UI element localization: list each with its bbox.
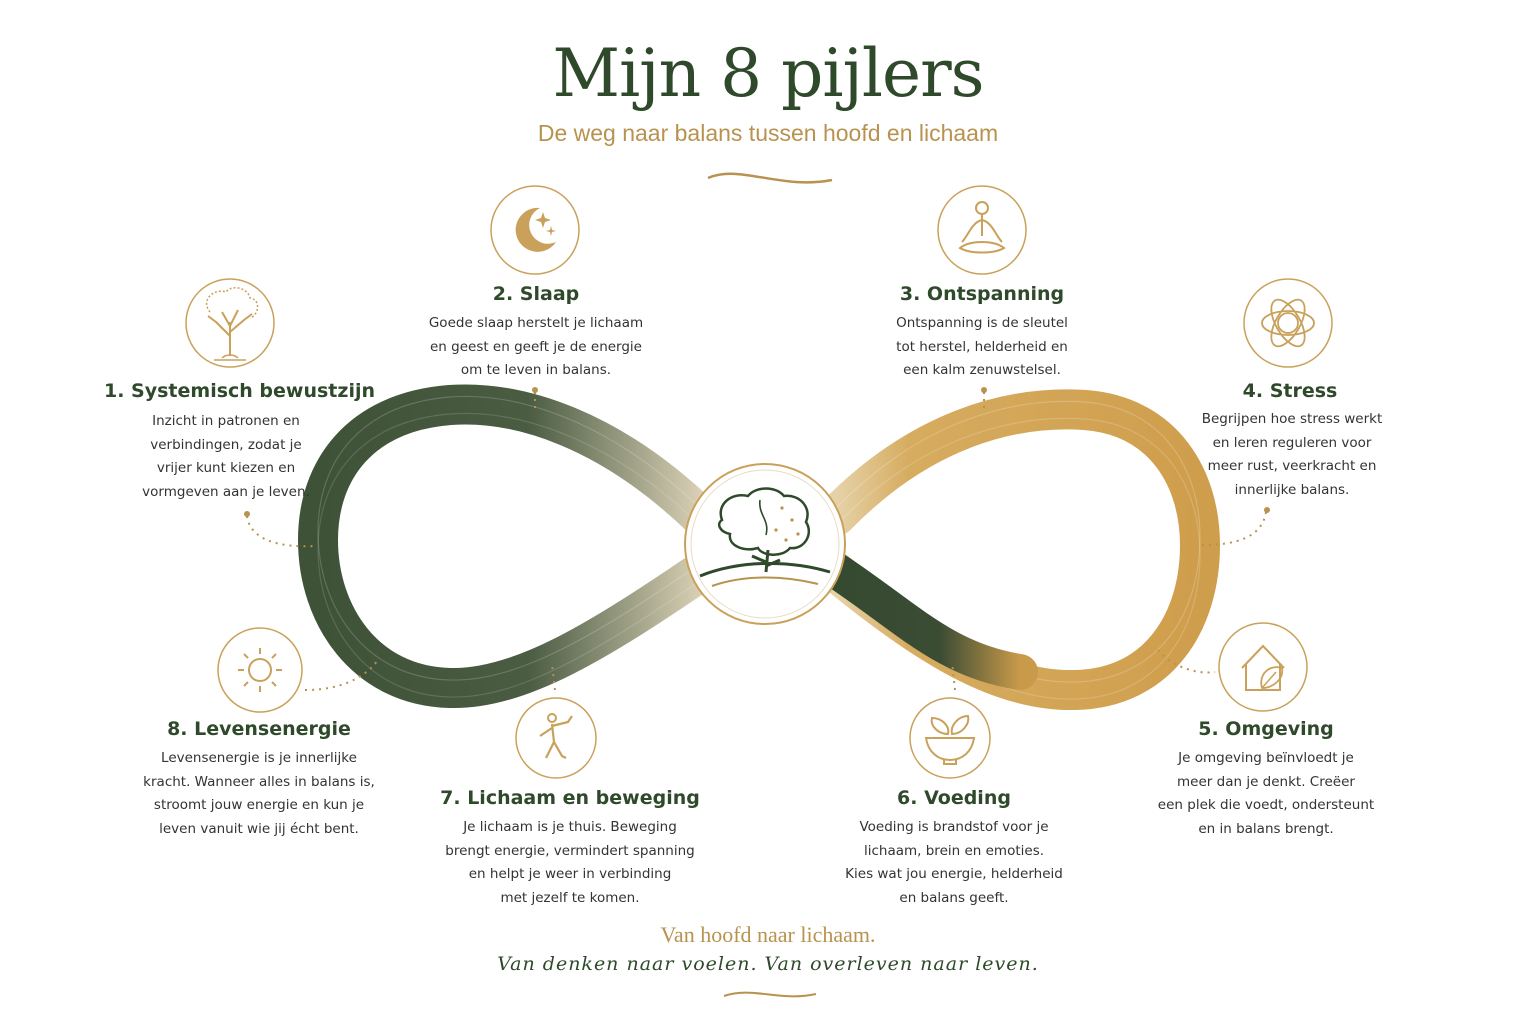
infinity-left-lobe bbox=[297, 384, 720, 709]
pillar-title-7: 7. Lichaam en beweging bbox=[440, 787, 700, 809]
pillar-title-6: 6. Voeding bbox=[897, 787, 1011, 809]
bowl-leaves-icon bbox=[909, 697, 991, 779]
connectors bbox=[246, 392, 1267, 691]
footer-swoosh bbox=[723, 991, 817, 998]
title-swoosh bbox=[707, 172, 833, 184]
page-title: Mijn 8 pijlers bbox=[552, 35, 984, 112]
pillar-title-8: 8. Levensenergie bbox=[167, 718, 351, 740]
dancing-figure-icon bbox=[515, 697, 597, 779]
tree-of-life-icon bbox=[185, 278, 275, 368]
sun-icon bbox=[217, 627, 303, 713]
house-leaf-icon bbox=[1218, 622, 1308, 712]
pillar-title-3: 3. Ontspanning bbox=[899, 283, 1065, 305]
brain-tree-icon bbox=[684, 463, 846, 625]
pillar-title-2: 2. Slaap bbox=[492, 283, 580, 305]
meditation-icon bbox=[937, 185, 1027, 275]
pillar-title-5: 5. Omgeving bbox=[1198, 718, 1334, 740]
connector-dots bbox=[244, 387, 1270, 517]
footer-line-2: Van denken naar voelen. Van overleven na… bbox=[497, 953, 1039, 975]
footer-line-1: Van hoofd naar lichaam. bbox=[660, 922, 876, 947]
pillar-title-1: 1. Systemisch bewustzijn bbox=[104, 380, 375, 402]
infinity-crossing bbox=[802, 542, 1038, 690]
page-subtitle: De weg naar balans tussen hoofd en licha… bbox=[537, 120, 999, 146]
pillar-title-4: 4. Stress bbox=[1242, 380, 1338, 402]
tangled-energy-icon bbox=[1243, 278, 1333, 368]
moon-stars-icon bbox=[490, 185, 580, 275]
